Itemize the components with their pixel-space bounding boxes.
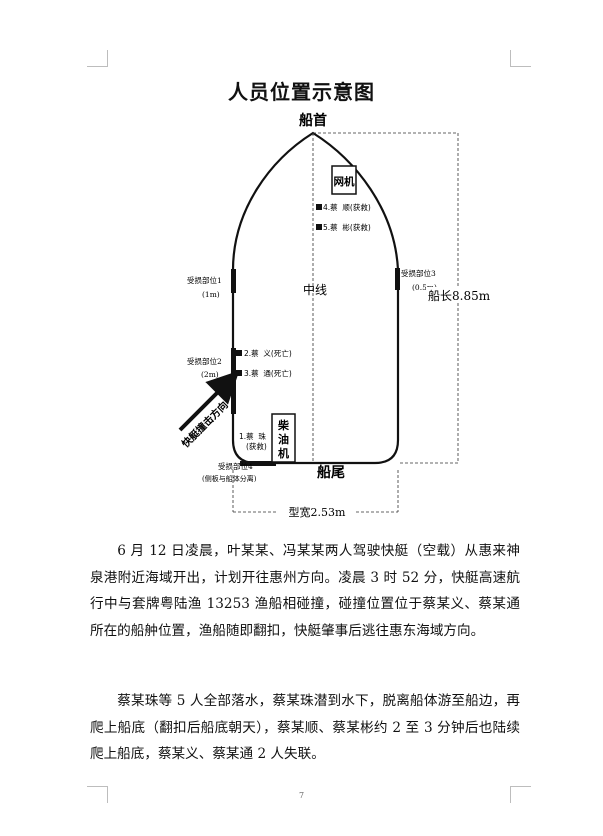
damage-size-3: (0.5m)	[412, 283, 437, 292]
crop-mark-top-left	[87, 50, 108, 67]
crew-label-4: 4.蔡 顺(获救)	[323, 202, 371, 212]
page-number: 7	[298, 791, 305, 800]
net-machine-label: 网机	[334, 175, 355, 188]
damage-mark-4	[240, 461, 276, 466]
crew-marker-4	[316, 204, 322, 210]
damage-label-4: 受损部位4	[218, 461, 253, 471]
crew-marker-2	[236, 350, 242, 356]
width-label: 型宽2.53m	[289, 505, 346, 519]
damage-mark-2	[231, 348, 236, 414]
damage-size-2: (2m)	[201, 370, 219, 379]
crew-marker-3	[236, 370, 242, 376]
crop-mark-top-right	[510, 50, 531, 67]
damage-label-3: 受损部位3	[401, 268, 436, 278]
diesel-label-2: 油	[278, 432, 289, 446]
damage-label-1: 受损部位1	[187, 275, 222, 285]
centerline-label: 中线	[303, 282, 327, 297]
crew-label-3: 3.蔡 通(死亡)	[244, 368, 292, 378]
diesel-label-1: 柴	[277, 418, 290, 432]
length-label-bg	[426, 287, 502, 303]
crew-label-1-status: (获救)	[246, 441, 267, 451]
diesel-engine-box	[271, 413, 296, 463]
net-machine-box	[331, 165, 357, 195]
crew-marker-5	[316, 224, 322, 230]
stern-label: 船尾	[317, 464, 345, 481]
impact-arrow	[178, 370, 240, 432]
length-label: 船长8.85m	[428, 289, 491, 303]
damage-size-1: (1m)	[202, 290, 220, 299]
damage-size-4: (侧板与船体分离)	[202, 474, 257, 483]
damage-label-2: 受损部位2	[187, 356, 222, 366]
damage-mark-1	[231, 269, 236, 293]
paragraph-1: 6 月 12 日凌晨，叶某某、冯某某两人驾驶快艇（空载）从惠来神泉港附近海域开出…	[90, 543, 520, 639]
crew-label-1: 1.蔡 珠	[239, 431, 266, 441]
hull-outline	[231, 131, 400, 465]
crop-mark-bottom-left	[87, 786, 108, 803]
crop-mark-bottom-right	[510, 786, 531, 803]
diesel-label-3: 机	[278, 446, 289, 460]
damage-mark-3	[395, 268, 400, 290]
paragraph-2: 蔡某珠等 5 人全部落水，蔡某珠潜到水下，脱离船体游至船边，再爬上船底（翻扣后船…	[90, 693, 520, 762]
bow-label: 船首	[299, 112, 327, 129]
crew-label-5: 5.蔡 彬(获救)	[323, 222, 371, 232]
page-title: 人员位置示意图	[228, 80, 375, 104]
crew-label-2: 2.蔡 义(死亡)	[244, 348, 292, 358]
